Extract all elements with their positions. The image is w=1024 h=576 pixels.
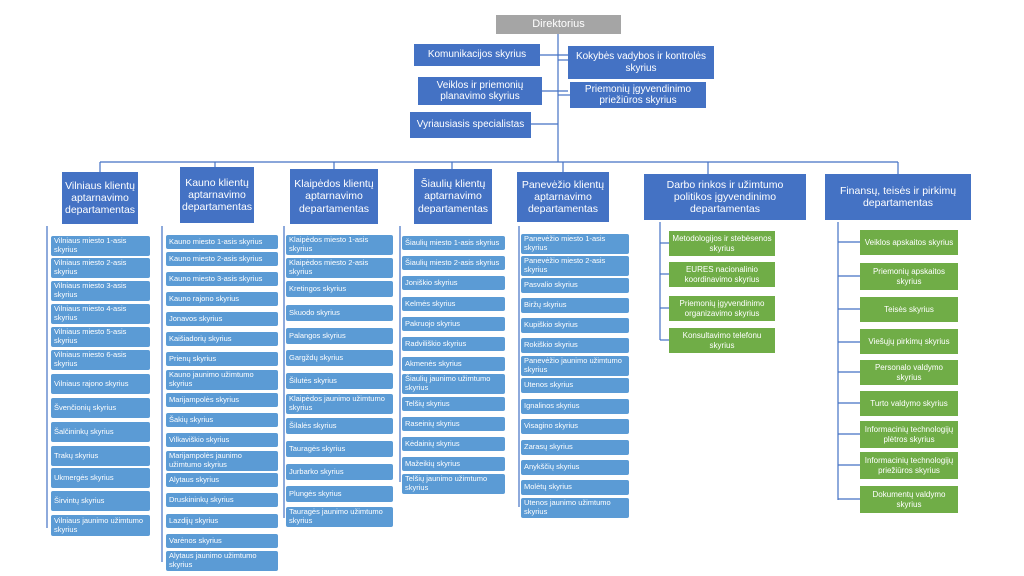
unit-klaipeda-13: Tauragės jaunimo užimtumo skyrius (286, 507, 393, 527)
implementation-supervision-box: Priemonių įgyvendinimo priežiūros skyriu… (570, 82, 706, 108)
department-kaunas: Kauno klientų aptarnavimo departamentas (180, 167, 254, 223)
unit-siauliai-1: Šiaulių miesto 1-asis skyrius (402, 236, 505, 250)
communication-unit-box: Komunikacijos skyrius (414, 44, 540, 66)
unit-kaunas-1: Kauno miesto 1-asis skyrius (166, 235, 278, 249)
department-siauliai: Šiaulių klientų aptarnavimo departamenta… (414, 169, 492, 224)
unit-siauliai-11: Kėdainių skyrius (402, 437, 505, 451)
unit-panevezys-10: Visagino skyrius (521, 419, 629, 434)
unit-vilnius-8: Švenčionių skyrius (51, 398, 150, 418)
unit-labour-3: Priemonių įgyvendinimo organizavimo skyr… (669, 296, 775, 321)
unit-vilnius-1: Vilniaus miesto 1-asis skyrius (51, 236, 150, 256)
unit-kaunas-14: Druskininkų skyrius (166, 493, 278, 507)
unit-labour-2: EURES nacionalinio koordinavimo skyrius (669, 262, 775, 287)
unit-siauliai-8: Šiaulių jaunimo užimtumo skyrius (402, 374, 505, 394)
unit-kaunas-9: Marijampolės skyrius (166, 393, 278, 407)
unit-klaipeda-9: Šilalės skyrius (286, 418, 393, 434)
unit-vilnius-11: Ukmergės skyrius (51, 468, 150, 488)
unit-siauliai-10: Raseinių skyrius (402, 417, 505, 431)
unit-vilnius-3: Vilniaus miesto 3-asis skyrius (51, 281, 150, 301)
unit-kaunas-4: Kauno rajono skyrius (166, 292, 278, 306)
unit-finance-4: Viešųjų pirkimų skyrius (860, 329, 958, 354)
unit-vilnius-5: Vilniaus miesto 5-asis skyrius (51, 327, 150, 347)
unit-klaipeda-4: Skuodo skyrius (286, 305, 393, 321)
chief-specialist-box: Vyriausiasis specialistas (410, 112, 531, 138)
unit-klaipeda-2: Klaipėdos miesto 2-asis skyrius (286, 258, 393, 278)
unit-panevezys-7: Panevėžio jaunimo užimtumo skyrius (521, 356, 629, 376)
unit-klaipeda-12: Plungės skyrius (286, 486, 393, 502)
unit-siauliai-9: Telšių skyrius (402, 397, 505, 411)
unit-kaunas-15: Lazdijų skyrius (166, 514, 278, 528)
unit-vilnius-12: Širvintų skyrius (51, 491, 150, 511)
unit-kaunas-2: Kauno miesto 2-asis skyrius (166, 252, 278, 266)
unit-finance-9: Dokumentų valdymo skyrius (860, 486, 958, 513)
unit-kaunas-6: Kaišiadorių skyrius (166, 332, 278, 346)
unit-klaipeda-7: Šilutės skyrius (286, 373, 393, 389)
department-labour-market: Darbo rinkos ir užimtumo politikos įgyve… (644, 174, 806, 220)
unit-vilnius-2: Vilniaus miesto 2-asis skyrius (51, 258, 150, 278)
unit-kaunas-16: Varėnos skyrius (166, 534, 278, 548)
unit-siauliai-4: Kelmės skyrius (402, 297, 505, 311)
unit-finance-2: Priemonių apskaitos skyrius (860, 263, 958, 290)
unit-kaunas-11: Vilkaviškio skyrius (166, 433, 278, 447)
unit-siauliai-3: Joniškio skyrius (402, 276, 505, 290)
unit-klaipeda-8: Klaipėdos jaunimo užimtumo skyrius (286, 394, 393, 414)
unit-vilnius-9: Šalčininkų skyrius (51, 422, 150, 442)
unit-klaipeda-3: Kretingos skyrius (286, 281, 393, 297)
unit-siauliai-13: Telšių jaunimo užimtumo skyrius (402, 474, 505, 494)
unit-panevezys-5: Kupiškio skyrius (521, 318, 629, 333)
unit-vilnius-7: Vilniaus rajono skyrius (51, 374, 150, 394)
unit-kaunas-10: Šakių skyrius (166, 413, 278, 427)
unit-siauliai-6: Radviliškio skyrius (402, 337, 505, 351)
unit-panevezys-13: Molėtų skyrius (521, 480, 629, 495)
unit-vilnius-13: Vilniaus jaunimo užimtumo skyrius (51, 515, 150, 536)
unit-kaunas-13: Alytaus skyrius (166, 473, 278, 487)
unit-kaunas-12: Marijampolės jaunimo užimtumo skyrius (166, 451, 278, 471)
department-finance: Finansų, teisės ir pirkimų departamentas (825, 174, 971, 220)
unit-finance-7: Informacinių technologijų plėtros skyriu… (860, 421, 958, 448)
unit-panevezys-14: Utenos jaunimo užimtumo skyrius (521, 498, 629, 518)
unit-klaipeda-1: Klaipėdos miesto 1-asis skyrius (286, 235, 393, 255)
unit-kaunas-7: Prienų skyrius (166, 352, 278, 366)
unit-klaipeda-5: Palangos skyrius (286, 328, 393, 344)
unit-kaunas-3: Kauno miesto 3-asis skyrius (166, 272, 278, 286)
unit-panevezys-2: Panevėžio miesto 2-asis skyrius (521, 256, 629, 276)
department-klaipeda: Klaipėdos klientų aptarnavimo departamen… (290, 169, 378, 224)
unit-finance-1: Veiklos apskaitos skyrius (860, 230, 958, 255)
unit-panevezys-1: Panevėžio miesto 1-asis skyrius (521, 234, 629, 254)
unit-kaunas-5: Jonavos skyrius (166, 312, 278, 326)
quality-unit-box: Kokybės vadybos ir kontrolės skyrius (568, 46, 714, 79)
unit-panevezys-6: Rokiškio skyrius (521, 338, 629, 353)
unit-panevezys-9: Ignalinos skyrius (521, 399, 629, 414)
unit-panevezys-11: Zarasų skyrius (521, 440, 629, 455)
unit-panevezys-8: Utenos skyrius (521, 378, 629, 393)
unit-siauliai-7: Akmenės skyrius (402, 357, 505, 371)
unit-klaipeda-6: Gargždų skyrius (286, 350, 393, 366)
unit-kaunas-8: Kauno jaunimo užimtumo skyrius (166, 370, 278, 390)
unit-vilnius-10: Trakų skyrius (51, 446, 150, 466)
unit-siauliai-12: Mažeikių skyrius (402, 457, 505, 471)
unit-siauliai-2: Šiaulių miesto 2-asis skyrius (402, 256, 505, 270)
unit-klaipeda-10: Tauragės skyrius (286, 441, 393, 457)
unit-panevezys-4: Biržų skyrius (521, 298, 629, 313)
planning-unit-box: Veiklos ir priemonių planavimo skyrius (418, 77, 542, 105)
unit-finance-3: Teisės skyrius (860, 297, 958, 322)
unit-vilnius-4: Vilniaus miesto 4-asis skyrius (51, 304, 150, 324)
department-panevezys: Panevėžio klientų aptarnavimo departamen… (517, 172, 609, 222)
unit-siauliai-5: Pakruojo skyrius (402, 317, 505, 331)
unit-labour-4: Konsultavimo telefonu skyrius (669, 328, 775, 353)
unit-finance-5: Personalo valdymo skyrius (860, 360, 958, 385)
unit-kaunas-17: Alytaus jaunimo užimtumo skyrius (166, 551, 278, 571)
unit-labour-1: Metodologijos ir stebėsenos skyrius (669, 231, 775, 256)
unit-klaipeda-11: Jurbarko skyrius (286, 464, 393, 480)
director-box: Direktorius (496, 15, 621, 34)
unit-finance-6: Turto valdymo skyrius (860, 391, 958, 416)
unit-panevezys-12: Anykščių skyrius (521, 460, 629, 475)
unit-finance-8: Informacinių technologijų priežiūros sky… (860, 452, 958, 479)
unit-vilnius-6: Vilniaus miesto 6-asis skyrius (51, 350, 150, 370)
department-vilnius: Vilniaus klientų aptarnavimo departament… (62, 172, 138, 224)
unit-panevezys-3: Pasvalio skyrius (521, 278, 629, 293)
